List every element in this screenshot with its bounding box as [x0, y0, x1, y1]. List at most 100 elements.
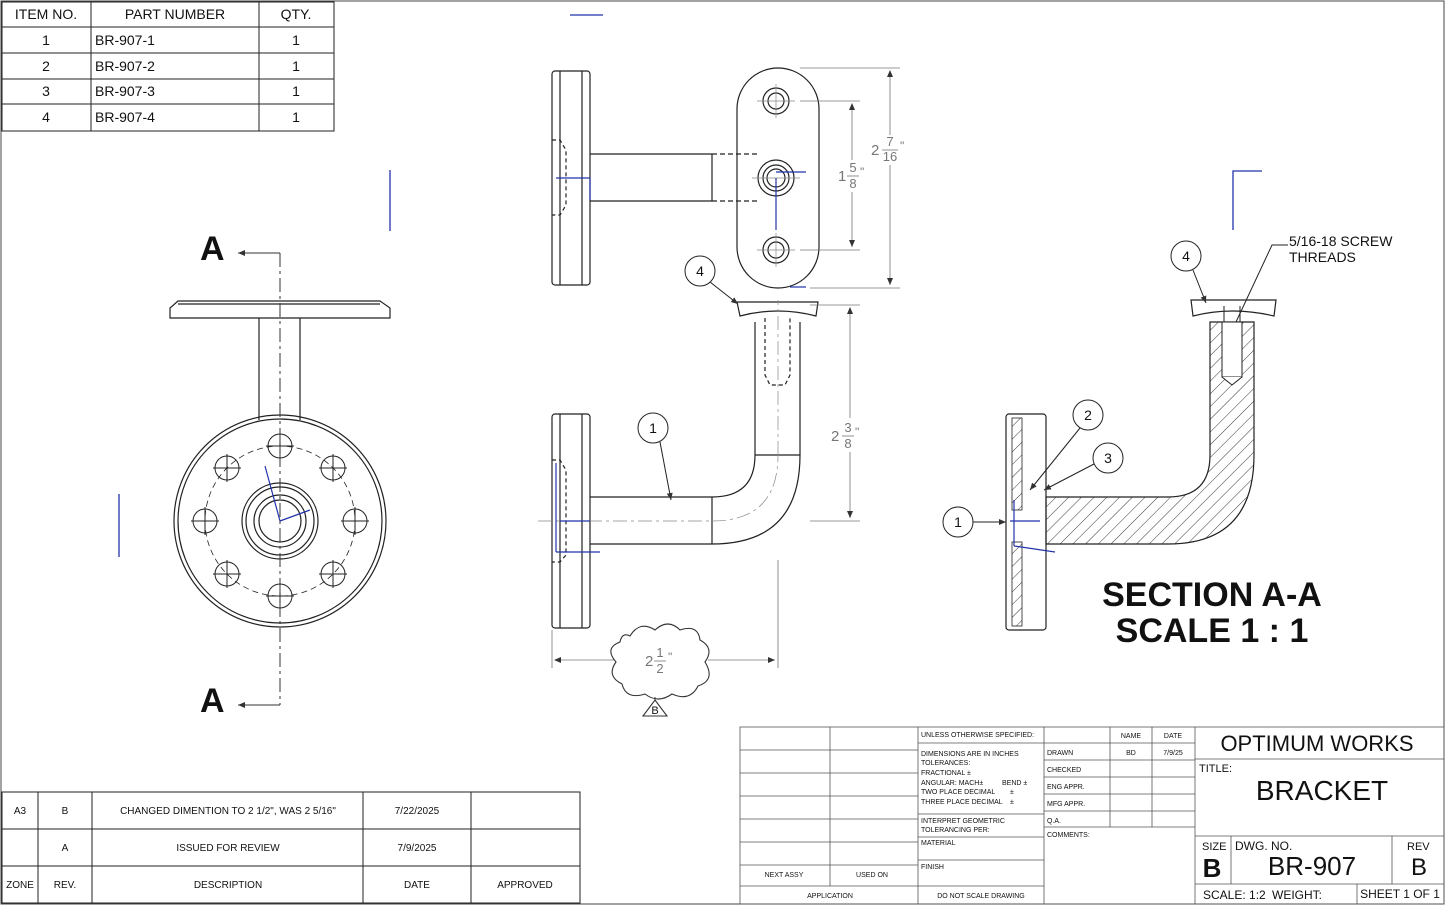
tb-qa: Q.A.	[1047, 818, 1061, 825]
balloon-4: 4	[1182, 248, 1190, 264]
tb-three-place-pm: ±	[1010, 799, 1014, 806]
balloon-1: 1	[649, 420, 657, 436]
title-block	[739, 726, 1445, 905]
tb-unless: UNLESS OTHERWISE SPECIFIED:	[921, 732, 1034, 739]
dim-2-3-8-den: 8	[844, 436, 851, 451]
tb-date-header: DATE	[1164, 733, 1182, 740]
tb-angular: ANGULAR: MACH±	[921, 780, 983, 787]
section-scale: SCALE 1 : 1	[1116, 612, 1309, 650]
dim-2-7-16-num: 7	[886, 134, 893, 149]
dim-inch-mark: "	[860, 165, 864, 179]
tb-fractional: FRACTIONAL ±	[921, 770, 971, 777]
tb-interpret: INTERPRET GEOMETRIC	[921, 818, 1005, 825]
balloon-2: 2	[1084, 407, 1092, 423]
tb-two-place-pm: ±	[1010, 789, 1014, 796]
dim-2-1-2-num: 1	[656, 645, 663, 660]
rev-header: DATE	[404, 880, 430, 891]
tb-tolerancing: TOLERANCING PER:	[921, 827, 990, 834]
tb-drawn: DRAWN	[1047, 750, 1073, 757]
tb-mfg-appr: MFG APPR.	[1047, 801, 1085, 808]
top-view-centerlines	[752, 84, 800, 267]
tb-do-not-scale: DO NOT SCALE DRAWING	[937, 893, 1025, 900]
rev-header: REV.	[54, 880, 76, 891]
tb-finish: FINISH	[921, 864, 944, 871]
tb-comments: COMMENTS:	[1047, 832, 1090, 839]
tb-weight: WEIGHT:	[1272, 888, 1322, 902]
tb-bend: BEND ±	[1002, 780, 1027, 787]
balloon-3: 3	[1104, 450, 1112, 466]
tb-drawn-date: 7/9/25	[1163, 750, 1183, 757]
dim-inch-mark: "	[668, 650, 672, 664]
rev-cell: 7/22/2025	[395, 806, 440, 817]
bom-cell: 3	[42, 83, 50, 99]
bom-cell: 2	[42, 58, 50, 74]
top-view-blue	[556, 171, 806, 288]
tb-application: APPLICATION	[807, 893, 853, 900]
left-view-blue	[264, 465, 311, 522]
balloon-1: 1	[954, 514, 962, 530]
tb-title-label: TITLE:	[1199, 763, 1232, 775]
section-view-blue	[1010, 500, 1056, 553]
front-view-blue	[555, 463, 600, 553]
tb-tolerances: TOLERANCES:	[921, 760, 970, 767]
bom-cell: 1	[292, 109, 300, 125]
bom-cell: BR-907-1	[95, 32, 155, 48]
screw-note-line2: THREADS	[1289, 249, 1356, 265]
tb-checked: CHECKED	[1047, 767, 1081, 774]
revision-cloud	[610, 623, 710, 700]
section-view	[1005, 299, 1277, 631]
dim-2-7-16-whole: 2	[871, 142, 879, 159]
rev-header: ZONE	[6, 880, 34, 891]
rev-header: DESCRIPTION	[194, 880, 262, 891]
bom-cell: 1	[292, 58, 300, 74]
bom-cell: BR-907-3	[95, 83, 155, 99]
tb-material: MATERIAL	[921, 840, 956, 847]
tb-three-place: THREE PLACE DECIMAL	[921, 799, 1003, 806]
bom-table	[1, 1, 335, 132]
tb-title: BRACKET	[1256, 775, 1388, 806]
revision-table	[1, 791, 581, 904]
dimension-1-5-8	[800, 100, 860, 251]
tb-size-label: SIZE	[1202, 841, 1226, 853]
rev-cell: A	[62, 843, 69, 854]
tb-rev-label: REV	[1407, 841, 1430, 853]
section-balloons	[942, 240, 1288, 538]
dim-inch-mark: "	[900, 139, 904, 153]
dim-2-1-2-whole: 2	[645, 653, 653, 670]
screw-note-line1: 5/16-18 SCREW	[1289, 233, 1393, 249]
tb-used-on: USED ON	[856, 872, 888, 879]
bom-cell: BR-907-4	[95, 109, 155, 125]
bom-cell: 1	[292, 83, 300, 99]
tb-eng-appr: ENG APPR.	[1047, 784, 1085, 791]
rev-cell: A3	[14, 806, 27, 817]
dim-inch-mark: "	[855, 425, 859, 439]
dim-1-5-8-den: 8	[849, 176, 856, 191]
bom-header-item: ITEM NO.	[15, 6, 77, 22]
dim-2-3-8-whole: 2	[831, 428, 839, 445]
tb-drawn-name: BD	[1126, 750, 1136, 757]
bom-header-qty: QTY.	[281, 6, 312, 22]
section-title: SECTION A-A	[1102, 576, 1322, 614]
tb-name-header: NAME	[1121, 733, 1142, 740]
dim-1-5-8-num: 5	[849, 160, 856, 175]
dimension-2-7-16	[800, 67, 900, 289]
bom-cell: 1	[42, 32, 50, 48]
bom-header-part: PART NUMBER	[125, 6, 225, 22]
tb-dims-inches: DIMENSIONS ARE IN INCHES	[921, 751, 1019, 758]
balloon-4: 4	[696, 263, 704, 279]
rev-cell: ISSUED FOR REVIEW	[176, 843, 280, 854]
rev-cell: 7/9/2025	[398, 843, 437, 854]
dimension-2-1-2	[551, 560, 779, 668]
tb-dwg-no: BR-907	[1268, 851, 1356, 881]
tb-company: OPTIMUM WORKS	[1220, 731, 1413, 756]
tb-rev: B	[1411, 854, 1427, 881]
tb-next-assy: NEXT ASSY	[765, 872, 804, 879]
tb-two-place: TWO PLACE DECIMAL	[921, 789, 995, 796]
dimension-2-3-8	[810, 304, 860, 522]
revision-triangle-label: B	[651, 705, 658, 717]
section-label-top: A	[200, 230, 225, 268]
dim-1-5-8-whole: 1	[838, 168, 846, 185]
section-line	[238, 250, 281, 708]
